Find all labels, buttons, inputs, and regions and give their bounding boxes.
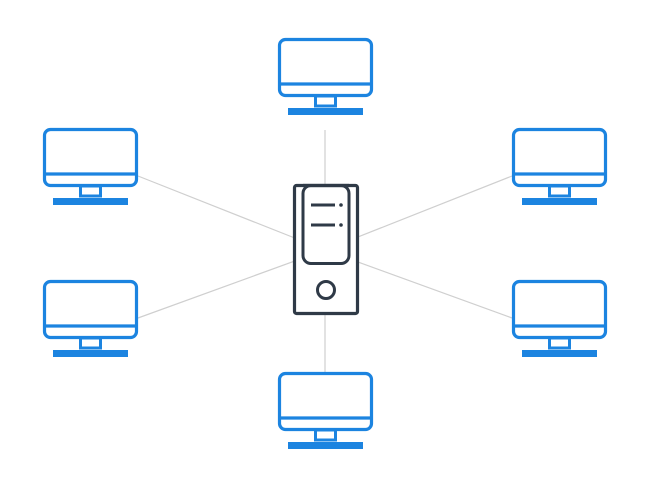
monitor-base — [288, 108, 363, 115]
monitor-neck — [314, 428, 337, 442]
monitor-icon — [277, 371, 374, 449]
monitor-neck — [548, 184, 571, 198]
monitor-base — [522, 350, 597, 357]
client-bottom — [277, 371, 374, 449]
monitor-neck — [548, 336, 571, 350]
monitor-icon — [42, 127, 139, 205]
drive-led-1 — [339, 203, 343, 207]
client-top — [277, 37, 374, 115]
client-upper-right — [511, 127, 608, 205]
monitor-base — [522, 198, 597, 205]
monitor-base — [288, 442, 363, 449]
monitor-icon — [511, 279, 608, 357]
monitor-base — [53, 198, 128, 205]
power-button-icon — [316, 280, 336, 300]
server-tower-icon — [292, 183, 360, 316]
monitor-icon — [277, 37, 374, 115]
server-hub — [292, 183, 360, 316]
monitor-neck — [79, 336, 102, 350]
monitor-neck — [79, 184, 102, 198]
client-lower-left — [42, 279, 139, 357]
monitor-base — [53, 350, 128, 357]
monitor-icon — [511, 127, 608, 205]
drive-led-2 — [339, 223, 343, 227]
nodes-layer — [42, 37, 608, 449]
hub-layer — [292, 183, 360, 316]
monitor-icon — [42, 279, 139, 357]
monitor-neck — [314, 94, 337, 108]
client-lower-right — [511, 279, 608, 357]
client-upper-left — [42, 127, 139, 205]
